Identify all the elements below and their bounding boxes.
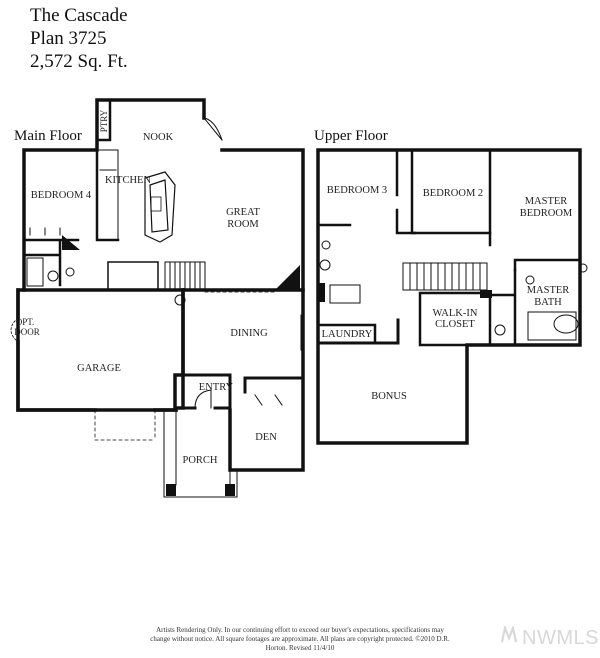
nwmls-watermark-text: NWMLS	[522, 627, 599, 649]
room-label-master-bedroom-line2: BEDROOM	[520, 208, 573, 219]
main-stairs	[164, 261, 206, 291]
main-bath-toilet	[47, 270, 59, 282]
upper-floor-label: Upper Floor	[314, 128, 388, 144]
nwmls-watermark: NWMLS	[500, 624, 599, 650]
room-label-walkin-closet-line1: WALK-IN	[433, 308, 478, 319]
porch-post-left	[166, 484, 176, 496]
room-label-opt-door-line2: DOOR	[14, 327, 40, 337]
porch-post-right	[225, 484, 235, 496]
room-label-great-room-line2: ROOM	[227, 219, 259, 230]
room-label-porch: PORCH	[182, 455, 217, 466]
room-label-pantry: PTRY	[99, 109, 109, 132]
opt-door-swing	[10, 317, 19, 343]
upper-stairs	[402, 262, 488, 291]
upper-floor-room-labels: BEDROOM 3 BEDROOM 2 MASTER BEDROOM MASTE…	[322, 185, 573, 402]
room-label-den: DEN	[255, 432, 277, 443]
main-bath-corner	[62, 235, 80, 250]
room-label-dining: DINING	[230, 328, 268, 339]
room-label-master-bedroom-line1: MASTER	[525, 196, 568, 207]
master-bath-tub-basin	[553, 314, 579, 334]
room-label-bedroom-3: BEDROOM 3	[327, 185, 387, 196]
bedroom4-wall	[22, 238, 80, 287]
master-bath-tub	[527, 311, 577, 341]
room-label-nook: NOOK	[143, 132, 174, 143]
main-stair-landing	[107, 261, 159, 291]
room-label-bedroom-2: BEDROOM 2	[423, 188, 483, 199]
disclaimer-text: Artists Rendering Only. In our continuin…	[150, 626, 450, 652]
upper-bath-sink	[321, 240, 331, 250]
dining-wall	[173, 288, 305, 472]
room-label-master-bath-line2: BATH	[534, 297, 562, 308]
plan-square-footage: 2,572 Sq. Ft.	[30, 51, 128, 72]
bedroom4-closet	[29, 227, 61, 236]
kitchen-counter	[96, 149, 119, 241]
walkin-closet-wall	[418, 291, 492, 347]
room-label-bonus: BONUS	[371, 391, 407, 402]
room-label-walkin-closet-line2: CLOSET	[435, 319, 475, 330]
garage-water-heater	[174, 294, 186, 306]
main-floor-plan	[10, 98, 588, 498]
main-bath-tub	[26, 257, 44, 287]
main-floor-room-labels: NOOK PTRY KITCHEN BEDROOM 4 GREAT ROOM O…	[14, 109, 277, 466]
master-bath-wall	[488, 268, 517, 347]
nwmls-logo-icon	[500, 624, 518, 650]
nook-door-swing	[203, 117, 223, 141]
entry-wall	[173, 373, 232, 412]
room-label-bedroom-4: BEDROOM 4	[31, 190, 92, 201]
entry-door-swing	[194, 389, 212, 409]
bonus-wall	[316, 318, 400, 345]
plan-title-block: The Cascade Plan 3725 2,572 Sq. Ft.	[30, 4, 128, 73]
kitchen-sink	[150, 196, 162, 212]
room-label-kitchen: KITCHEN	[105, 175, 151, 186]
den-wall	[228, 376, 305, 472]
porch-outline	[163, 409, 238, 498]
master-bedroom-wall	[488, 231, 582, 272]
upper-bath-tub	[329, 284, 361, 304]
plan-number: Plan 3725	[30, 28, 107, 49]
bedroom3-wall	[316, 148, 417, 235]
garage-wall	[16, 288, 185, 412]
kitchen-wall	[95, 98, 120, 242]
room-label-entry: ENTRY	[199, 382, 234, 393]
room-label-laundry: LAUNDRY	[322, 329, 373, 340]
master-bath-sink-2	[578, 263, 588, 273]
room-label-master-bath-line1: MASTER	[527, 285, 570, 296]
room-label-opt-door-line1: OPT.	[16, 317, 35, 327]
den-doors	[254, 394, 283, 406]
fireplace	[275, 265, 300, 290]
master-bath-sink-1	[525, 275, 535, 285]
plan-name: The Cascade	[30, 5, 128, 26]
main-bath-sink	[65, 267, 75, 277]
kitchen-island	[144, 171, 176, 243]
main-floor-label: Main Floor	[14, 128, 82, 144]
master-bath-toilet	[494, 324, 506, 336]
upper-bath-toilet	[319, 259, 331, 271]
garage-door-opening	[94, 409, 156, 441]
room-label-garage: GARAGE	[77, 363, 121, 374]
room-label-great-room-line1: GREAT	[226, 207, 260, 218]
